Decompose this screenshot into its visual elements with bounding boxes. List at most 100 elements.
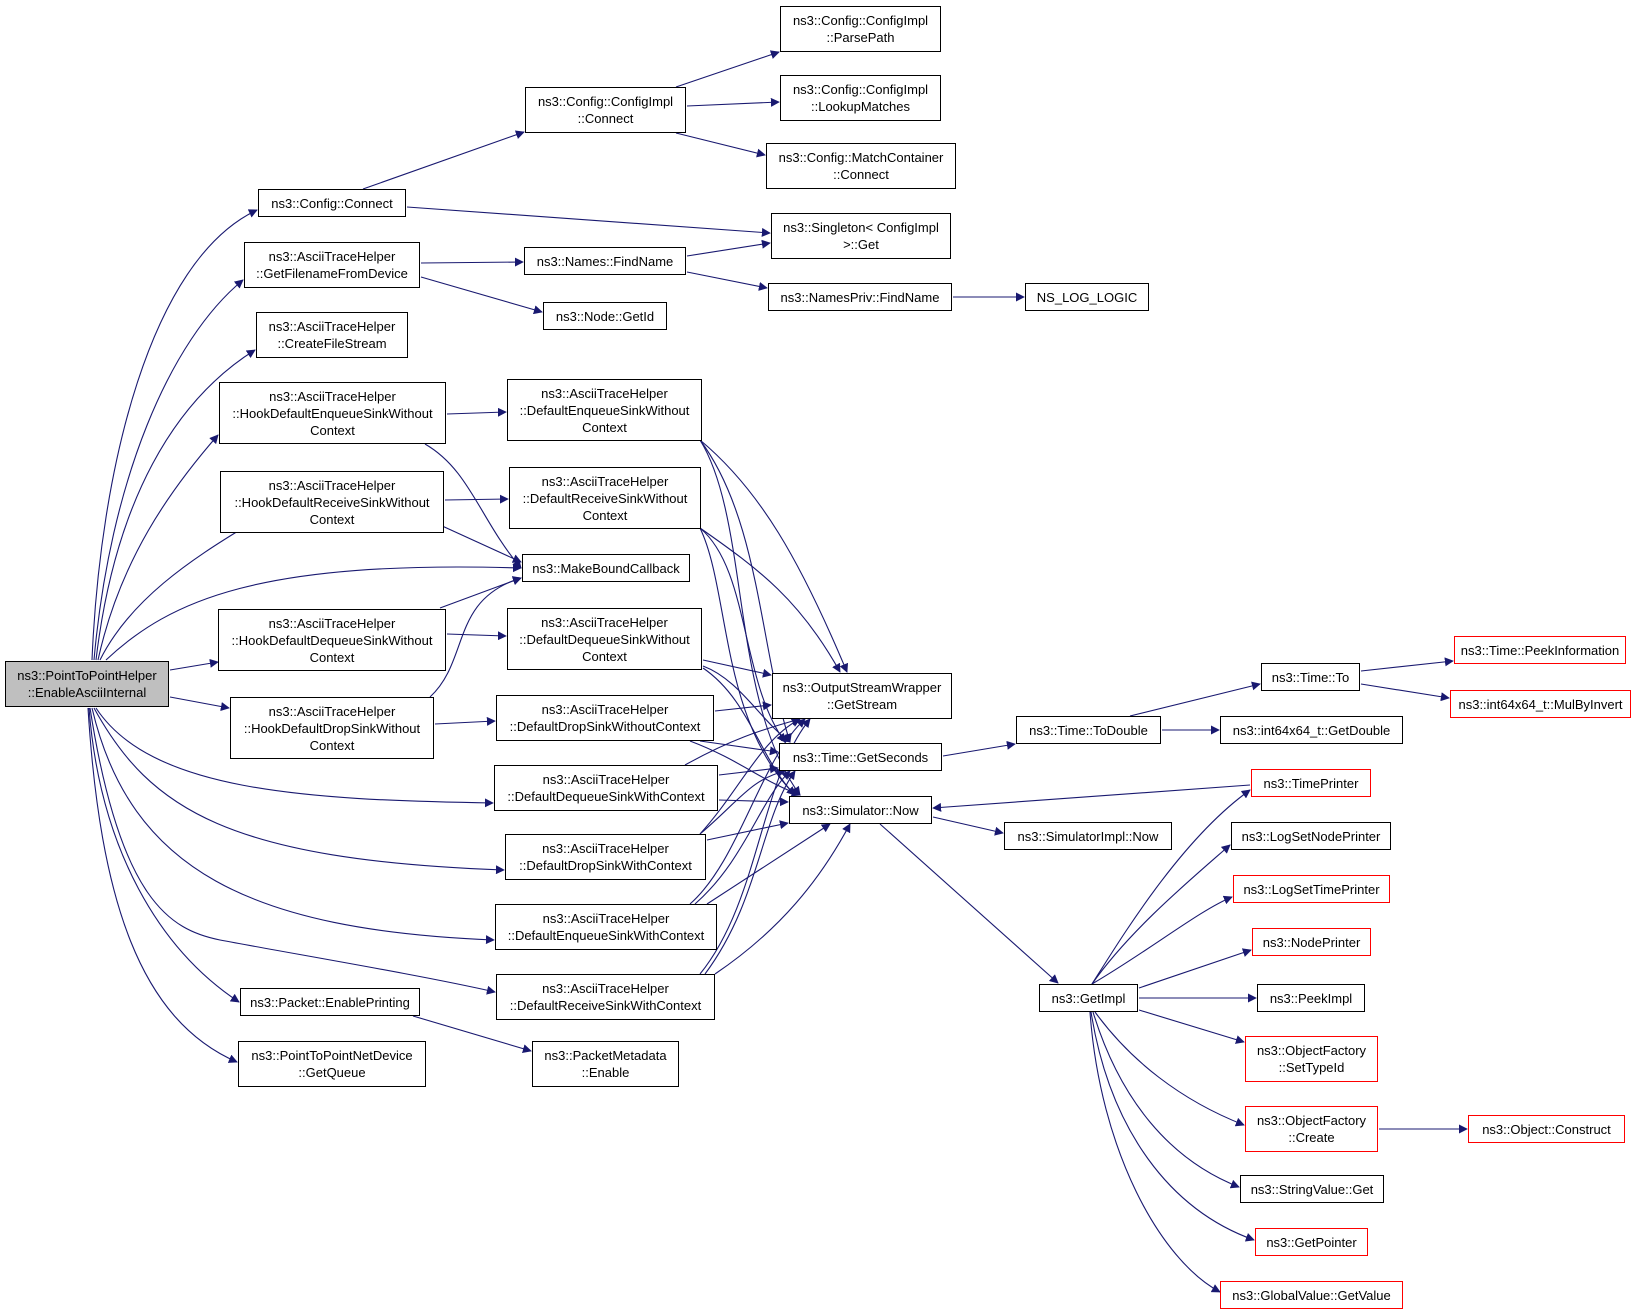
- node-getpointer[interactable]: ns3::GetPointer: [1255, 1228, 1368, 1256]
- node-int64x64-mulbyinvert[interactable]: ns3::int64x64_t::MulByInvert: [1450, 690, 1631, 718]
- node-packetmetadata-enable[interactable]: ns3::PacketMetadata::Enable: [532, 1041, 679, 1087]
- edge-hookrecv-makebound: [439, 524, 522, 563]
- node-label-line: ns3::PointToPointHelper: [17, 668, 157, 683]
- edge-hookrecv-defrecv: [444, 494, 509, 504]
- node-label-line: ns3::Node::GetId: [555, 308, 655, 324]
- node-label-line: ::ParsePath: [826, 30, 895, 45]
- node-asciitracehelper-defaultdropsinkwithoutcontext[interactable]: ns3::AsciiTraceHelper::DefaultDropSinkWi…: [496, 695, 714, 741]
- node-label: ns3::Time::To: [1272, 669, 1350, 686]
- node-label: ns3::PacketMetadata::Enable: [544, 1047, 666, 1081]
- node-pointtopointhelper-enableasciiinternal: ns3::PointToPointHelper::EnableAsciiInte…: [5, 661, 169, 707]
- node-asciitracehelper-createfilestream[interactable]: ns3::AsciiTraceHelper::CreateFileStream: [256, 312, 408, 358]
- node-singleton-configimpl-get[interactable]: ns3::Singleton< ConfigImpl >::Get: [771, 213, 951, 259]
- node-label-line: ns3::MakeBoundCallback: [532, 560, 680, 576]
- node-label-line: ns3::AsciiTraceHelper: [268, 477, 396, 493]
- node-label-line: ns3::Config::MatchContainer: [778, 150, 944, 165]
- node-label: ns3::LogSetTimePrinter: [1243, 881, 1379, 898]
- node-configimpl-lookupmatches[interactable]: ns3::Config::ConfigImpl::LookupMatches: [780, 75, 941, 121]
- edge-root-cfg-connect: [91, 209, 258, 661]
- node-label-line: ns3::TimePrinter: [1263, 775, 1359, 791]
- node-logsetnodeprinter[interactable]: ns3::LogSetNodePrinter: [1231, 822, 1391, 850]
- node-label: NS_LOG_LOGIC: [1037, 289, 1137, 306]
- node-int64x64-getdouble[interactable]: ns3::int64x64_t::GetDouble: [1220, 716, 1403, 744]
- node-peekimpl[interactable]: ns3::PeekImpl: [1257, 984, 1365, 1012]
- node-time-peekinformation[interactable]: ns3::Time::PeekInformation: [1454, 636, 1626, 664]
- node-label: ns3::GetPointer: [1266, 1234, 1356, 1251]
- node-label-line: ns3::AsciiTraceHelper: [268, 249, 396, 264]
- node-matchcontainer-connect[interactable]: ns3::Config::MatchContainer::Connect: [766, 143, 956, 189]
- node-label-line: ns3::ObjectFactory: [1256, 1113, 1367, 1128]
- node-label: ns3::NodePrinter: [1263, 934, 1361, 951]
- edge-timeto-peekinfo: [1360, 657, 1454, 672]
- node-packet-enableprinting[interactable]: ns3::Packet::EnablePrinting: [240, 988, 420, 1016]
- node-asciitracehelper-hookdefaultdropsinkwithoutcontext[interactable]: ns3::AsciiTraceHelper::HookDefaultDropSi…: [230, 697, 434, 759]
- edge-defdeqwo-osw: [702, 659, 772, 678]
- node-simulatorimpl-now[interactable]: ns3::SimulatorImpl::Now: [1004, 822, 1172, 850]
- node-stringvalue-get[interactable]: ns3::StringValue::Get: [1240, 1175, 1384, 1203]
- node-asciitracehelper-hookdefaultreceivesinkwithoutcontext[interactable]: ns3::AsciiTraceHelper::HookDefaultReceiv…: [220, 471, 444, 533]
- node-label: ns3::AsciiTraceHelper::DefaultReceiveSin…: [510, 980, 701, 1014]
- edge-getimpl-logsettime: [1091, 895, 1233, 985]
- node-label: ns3::Names::FindName: [537, 253, 674, 270]
- node-logsettimeprinter[interactable]: ns3::LogSetTimePrinter: [1233, 875, 1390, 903]
- node-label-line: ns3::Time::GetSeconds: [792, 749, 929, 765]
- node-nodeprinter[interactable]: ns3::NodePrinter: [1252, 928, 1371, 956]
- node-label-line: ns3::GetImpl: [1051, 990, 1126, 1006]
- node-asciitracehelper-defaultenqueuesinkwithcontext[interactable]: ns3::AsciiTraceHelper::DefaultEnqueueSin…: [495, 904, 717, 950]
- node-label-line: ::DefaultEnqueueSinkWithout: [519, 402, 690, 418]
- node-timeprinter[interactable]: ns3::TimePrinter: [1251, 769, 1371, 797]
- node-label-line: ns3::LogSetTimePrinter: [1243, 881, 1380, 897]
- node-makeboundcallback[interactable]: ns3::MakeBoundCallback: [522, 554, 690, 582]
- node-pointtopointnetdevice-getqueue[interactable]: ns3::PointToPointNetDevice::GetQueue: [238, 1041, 426, 1087]
- node-asciitracehelper-defaultdropsinkwithcontext[interactable]: ns3::AsciiTraceHelper::DefaultDropSinkWi…: [505, 834, 706, 880]
- node-objectfactory-settypeid[interactable]: ns3::ObjectFactory::SetTypeId: [1245, 1036, 1378, 1082]
- node-time-todouble[interactable]: ns3::Time::ToDouble: [1016, 716, 1161, 744]
- node-label-line: ns3::PeekImpl: [1269, 990, 1353, 1006]
- node-asciitracehelper-hookdefaultenqueuesinkwithoutcontext[interactable]: ns3::AsciiTraceHelper::HookDefaultEnqueu…: [219, 382, 446, 444]
- node-getimpl[interactable]: ns3::GetImpl: [1039, 984, 1138, 1012]
- node-configimpl-parsepath[interactable]: ns3::Config::ConfigImpl::ParsePath: [780, 6, 941, 52]
- node-asciitracehelper-defaultreceivesinkwithcontext[interactable]: ns3::AsciiTraceHelper::DefaultReceiveSin…: [496, 974, 715, 1020]
- node-asciitracehelper-getfilenamefromdevice[interactable]: ns3::AsciiTraceHelper::GetFilenameFromDe…: [244, 242, 420, 288]
- node-label: ns3::PointToPointHelper::EnableAsciiInte…: [17, 667, 156, 701]
- node-label: ns3::ObjectFactory::Create: [1257, 1112, 1366, 1146]
- node-label-line: ::GetStream: [826, 697, 898, 712]
- node-simulator-now[interactable]: ns3::Simulator::Now: [789, 796, 932, 824]
- node-label-line: ns3::GlobalValue::GetValue: [1232, 1287, 1391, 1303]
- node-namespriv-findname[interactable]: ns3::NamesPriv::FindName: [768, 283, 952, 311]
- node-label-line: ns3::Time::ToDouble: [1029, 722, 1148, 738]
- node-label: ns3::ObjectFactory::SetTypeId: [1257, 1042, 1366, 1076]
- node-objectfactory-create[interactable]: ns3::ObjectFactory::Create: [1245, 1106, 1378, 1152]
- node-asciitracehelper-defaultreceivesinkwithoutcontext[interactable]: ns3::AsciiTraceHelper::DefaultReceiveSin…: [509, 467, 701, 529]
- node-label: ns3::Time::GetSeconds: [793, 749, 928, 766]
- node-label-line: ns3::AsciiTraceHelper: [541, 702, 669, 717]
- edge-root-make-bound: [105, 563, 522, 661]
- edge-defdropwo-getseconds: [699, 740, 779, 756]
- node-names-findname[interactable]: ns3::Names::FindName: [524, 247, 686, 275]
- node-configimpl-connect[interactable]: ns3::Config::ConfigImpl::Connect: [525, 87, 686, 133]
- node-asciitracehelper-hookdefaultdequeuesinkwithoutcontext[interactable]: ns3::AsciiTraceHelper::HookDefaultDequeu…: [218, 609, 446, 671]
- node-ns-log-logic[interactable]: NS_LOG_LOGIC: [1025, 283, 1149, 311]
- node-time-getseconds[interactable]: ns3::Time::GetSeconds: [779, 743, 942, 771]
- node-label: ns3::Config::ConfigImpl::Connect: [538, 93, 673, 127]
- edge-root-hook-dequeue: [169, 658, 219, 671]
- node-object-construct[interactable]: ns3::Object::Construct: [1468, 1115, 1625, 1143]
- node-globalvalue-getvalue[interactable]: ns3::GlobalValue::GetValue: [1220, 1281, 1403, 1309]
- edge-getfilename-namesfind: [420, 257, 524, 267]
- node-asciitracehelper-defaultdequeuesinkwithoutcontext[interactable]: ns3::AsciiTraceHelper::DefaultDequeueSin…: [507, 608, 702, 670]
- node-outputstreamwrapper-getstream[interactable]: ns3::OutputStreamWrapper::GetStream: [772, 673, 952, 719]
- node-label: ns3::AsciiTraceHelper::DefaultDequeueSin…: [507, 771, 704, 805]
- node-label-line: ns3::Names::FindName: [536, 253, 674, 269]
- node-time-to[interactable]: ns3::Time::To: [1261, 663, 1360, 691]
- node-node-getid[interactable]: ns3::Node::GetId: [543, 302, 667, 330]
- node-asciitracehelper-defaultenqueuesinkwithoutcontext[interactable]: ns3::AsciiTraceHelper::DefaultEnqueueSin…: [507, 379, 702, 441]
- node-label-line: ::DefaultReceiveSinkWithout: [522, 490, 688, 506]
- node-asciitracehelper-defaultdequeuesinkwithcontext[interactable]: ns3::AsciiTraceHelper::DefaultDequeueSin…: [494, 765, 718, 811]
- node-label: ns3::AsciiTraceHelper::DefaultDequeueSin…: [519, 614, 690, 665]
- edge-hookenq-makebound: [424, 443, 522, 569]
- node-label-line: ns3::Object::Construct: [1482, 1121, 1611, 1137]
- node-label-line: ::HookDefaultDropSinkWithout: [243, 720, 421, 736]
- node-label-line: ns3::Config::ConfigImpl: [792, 13, 929, 28]
- node-config-connect[interactable]: ns3::Config::Connect: [258, 189, 406, 217]
